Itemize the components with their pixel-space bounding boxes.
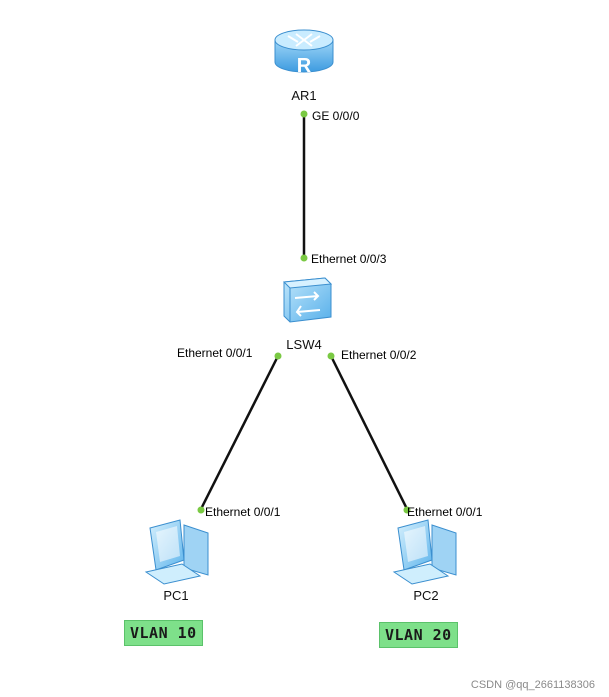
- router-icon[interactable]: [274, 29, 334, 73]
- port-dot-router-ge[interactable]: [300, 110, 308, 118]
- router-name: AR1: [291, 88, 316, 103]
- port-dot-pc2[interactable]: [403, 506, 411, 514]
- pc-icon[interactable]: [144, 519, 209, 585]
- pc1-name: PC1: [163, 588, 188, 603]
- port-dot-switch-p2[interactable]: [327, 352, 335, 360]
- port-label-pc1: Ethernet 0/0/1: [205, 505, 281, 519]
- switch-icon[interactable]: [282, 277, 333, 323]
- port-dot-switch-p1[interactable]: [274, 352, 282, 360]
- pc-icon[interactable]: [392, 519, 457, 585]
- port-dot-switch-up[interactable]: [300, 254, 308, 262]
- port-label-pc2: Ethernet 0/0/1: [407, 505, 483, 519]
- link-switch-pc1: [198, 355, 280, 512]
- port-label-switch-up: Ethernet 0/0/3: [311, 252, 387, 266]
- port-label-router-ge: GE 0/0/0: [312, 109, 360, 123]
- watermark: CSDN @qq_2661138306: [470, 679, 595, 691]
- link-switch-pc2: [329, 355, 410, 512]
- port-label-switch-p2: Ethernet 0/0/2: [341, 348, 417, 362]
- vlan-label-right: VLAN 20: [379, 622, 458, 648]
- port-dot-pc1[interactable]: [197, 506, 205, 514]
- switch-name: LSW4: [286, 337, 321, 352]
- pc2-name: PC2: [413, 588, 438, 603]
- router-badge: R: [297, 55, 312, 77]
- port-label-switch-p1: Ethernet 0/0/1: [177, 346, 253, 360]
- vlan-label-left: VLAN 10: [124, 620, 203, 646]
